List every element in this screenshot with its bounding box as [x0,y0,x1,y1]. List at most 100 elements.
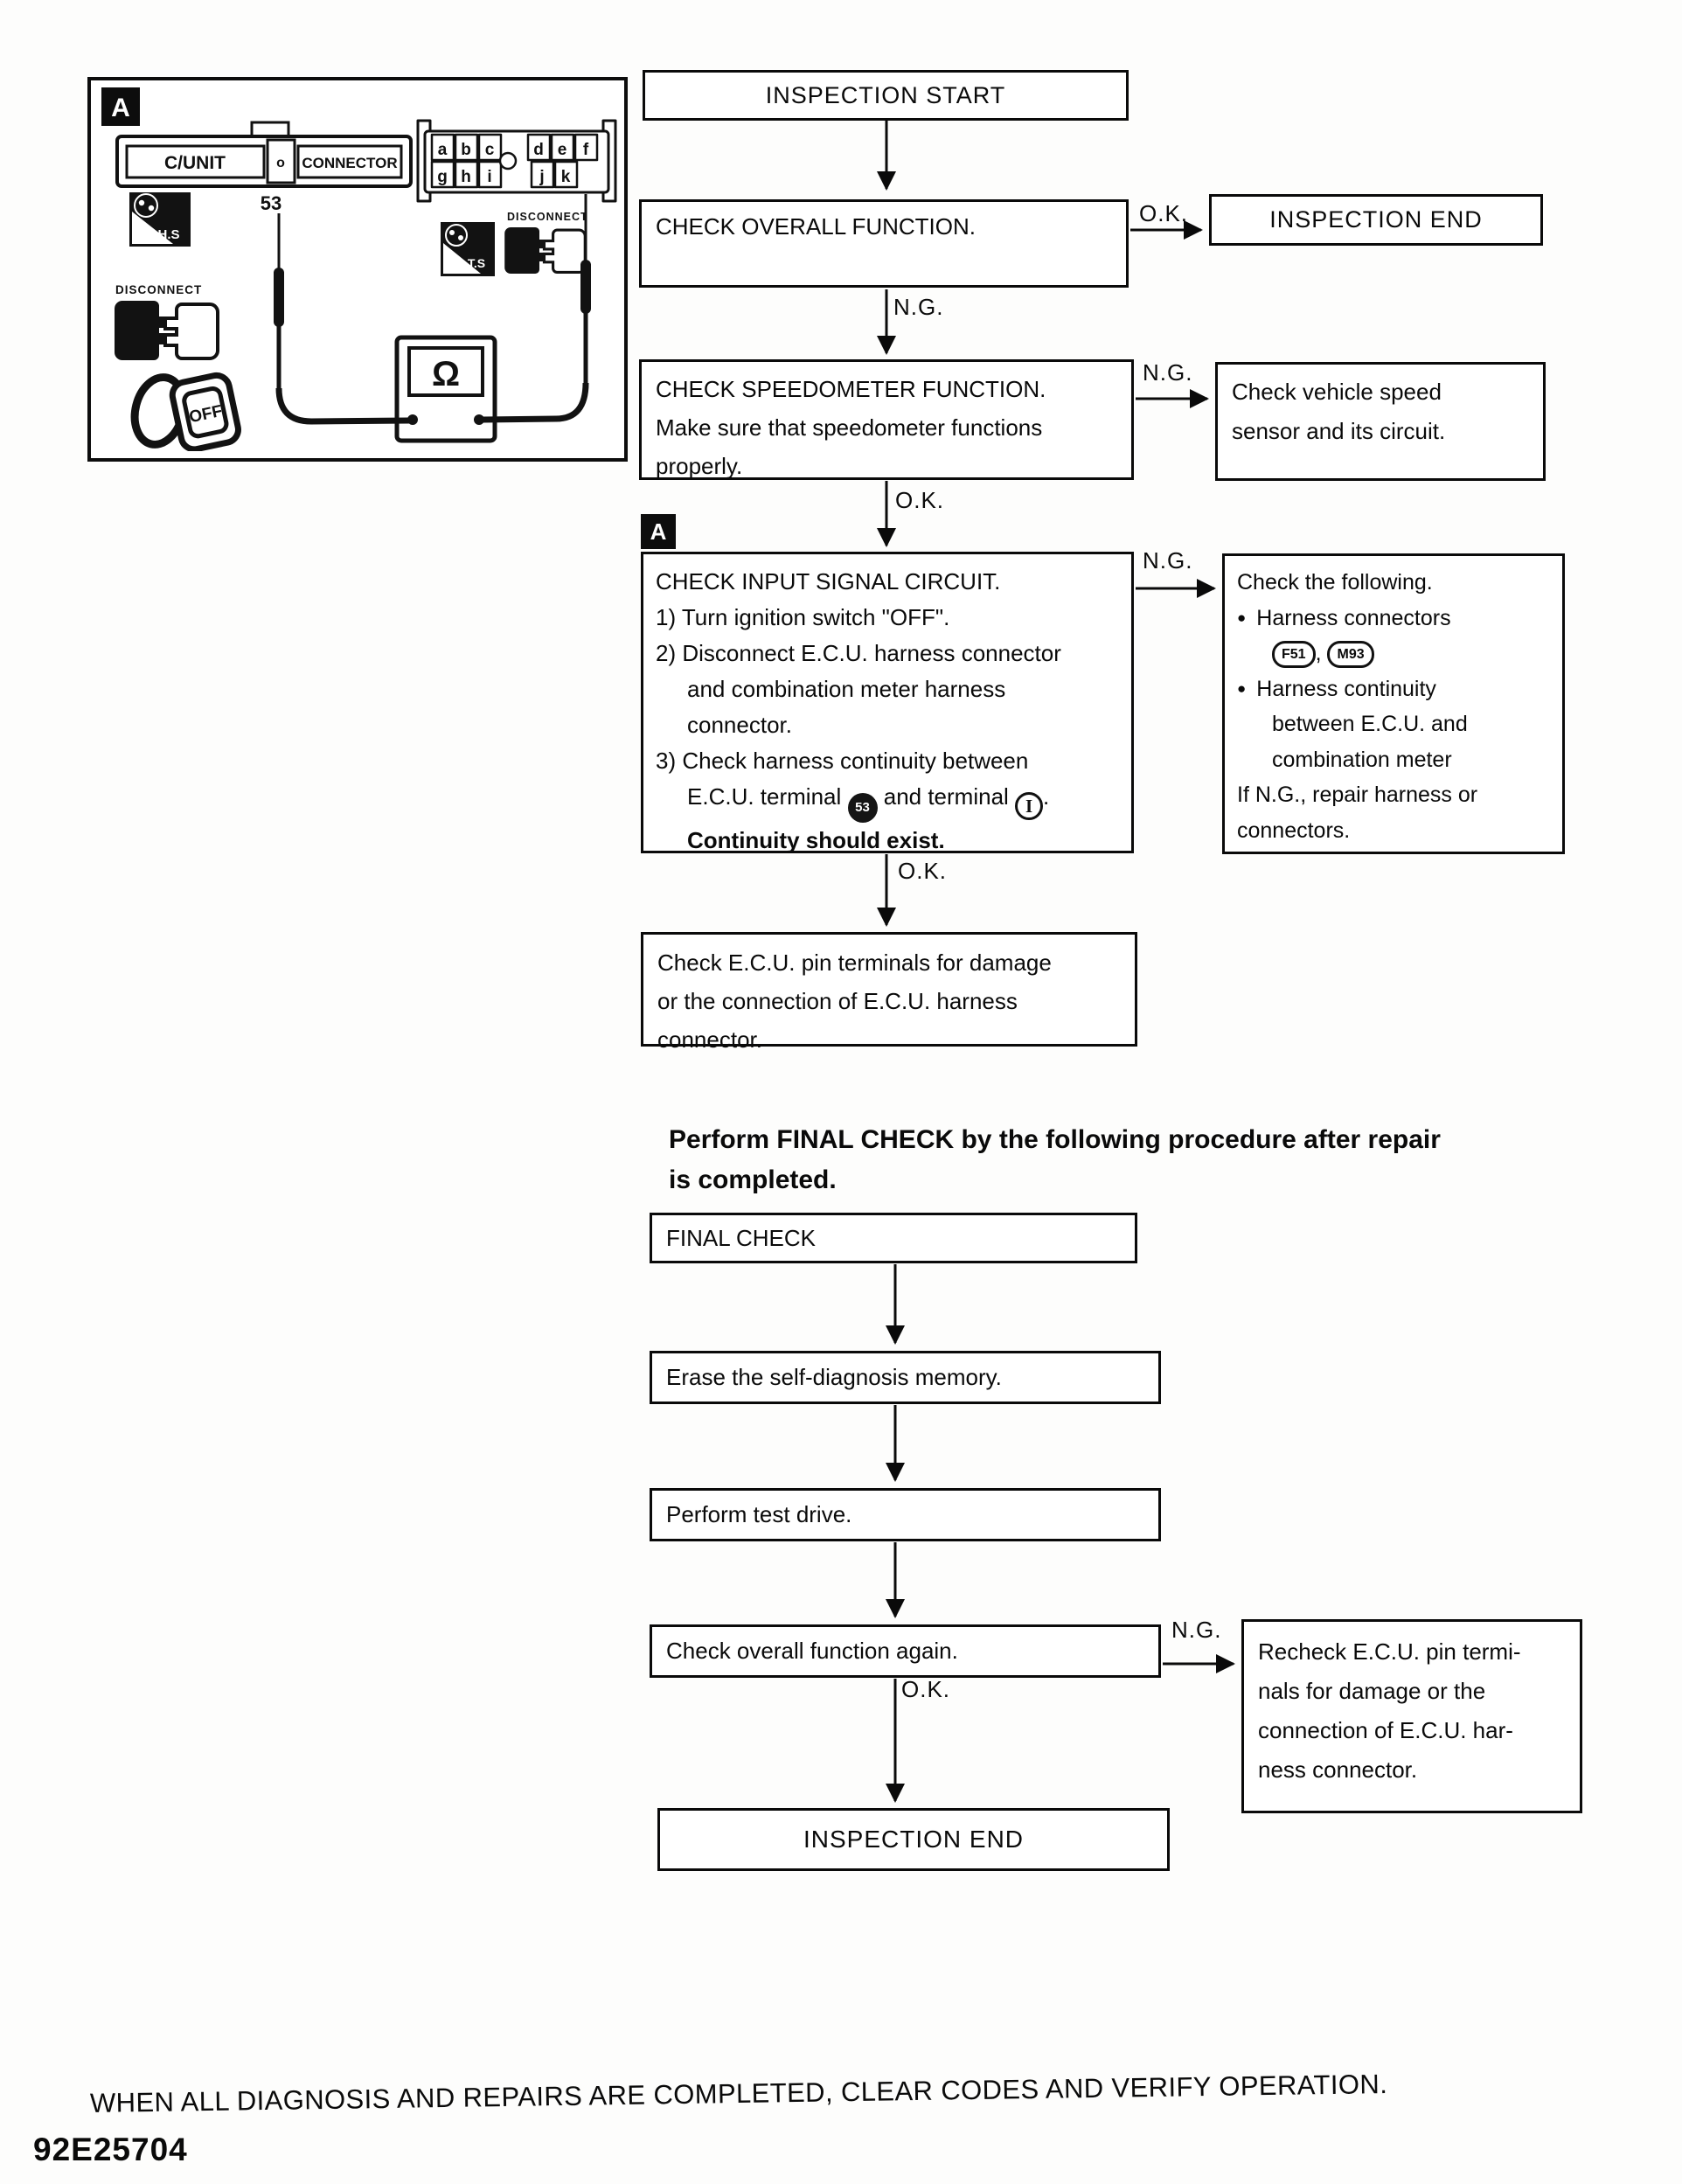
box-check-ecu-pin-terminals: Check E.C.U. pin terminals for damage or… [641,932,1137,1053]
svg-text:k: k [561,168,571,186]
ok-label: O.K. [1139,200,1189,226]
bullet-icon: ● [1237,679,1247,697]
svg-text:H.S: H.S [157,227,179,242]
svg-text:g: g [437,168,448,186]
box-recheck-ecu-pins: Recheck E.C.U. pin termi- nals for damag… [1241,1619,1582,1813]
text-line: between E.C.U. and [1272,712,1468,736]
ignition-key-off-icon: OFF [130,372,241,453]
svg-text:f: f [583,141,589,159]
bullet-icon: ● [1237,609,1247,626]
ok-label: O.K. [901,1676,951,1702]
panel-badge-a: A [101,87,140,126]
connector-m93-badge: M93 [1327,641,1374,668]
box-label: INSPECTION END [803,1826,1025,1853]
svg-text:T.S: T.S [468,256,485,270]
box-check-overall-function: CHECK OVERALL FUNCTION. [639,199,1129,288]
connector-pills-line: F51, M93 [1237,636,1550,671]
svg-text:C/UNIT: C/UNIT [164,153,226,173]
text-line: 1) Turn ignition switch "OFF". [656,604,950,630]
box-inspection-end-bottom: INSPECTION END [657,1808,1170,1871]
text-line: ness connector. [1258,1756,1418,1783]
box-label: Check overall function again. [666,1638,958,1664]
ng-label: N.G. [893,294,944,320]
text-line: connectors. [1237,817,1351,843]
ohm-symbol: Ω [432,355,460,393]
disconnect-label-right: DISCONNECT [507,211,588,223]
flow-a-marker: A [641,514,676,549]
ok-label: O.K. [898,858,948,884]
figure-code: 92E25704 [33,2132,188,2167]
ohmmeter-icon: Ω [394,335,497,443]
terminal-53-badge: 53 [847,793,878,823]
svg-text:a: a [438,141,448,159]
text-line: nals for damage or the [1258,1678,1486,1704]
text-line: Check the following. [1237,570,1433,595]
svg-text:d: d [533,141,544,159]
disconnect-label-left: DISCONNECT [115,283,202,296]
text-line: or the connection of E.C.U. harness [657,988,1018,1014]
disconnect-connector-icon-right [503,226,587,275]
svg-text:c: c [485,141,495,159]
text-line: 2) Disconnect E.C.U. harness connector [656,640,1061,666]
text-line: CHECK INPUT SIGNAL CIRCUIT. [656,568,1001,595]
meter-terminal-grid: a b c d e f g h i j k [416,119,617,203]
terminal-line: E.C.U. terminal 53 and terminal I. [656,779,1119,823]
ng-label: N.G. [1143,359,1193,386]
box-inspection-end-top: INSPECTION END [1209,194,1543,246]
box-check-vehicle-speed-sensor: Check vehicle speed sensor and its circu… [1215,362,1546,481]
text-line: sensor and its circuit. [1232,418,1446,444]
ok-label: O.K. [895,487,945,513]
svg-text:j: j [539,168,544,186]
text-line: connector. [687,712,792,738]
text-line: Recheck E.C.U. pin termi- [1258,1638,1521,1665]
connector-f51-badge: F51 [1272,641,1316,668]
svg-text:b: b [461,141,471,159]
svg-text:h: h [461,168,471,186]
probe-wire-left [274,213,410,425]
svg-text:CONNECTOR: CONNECTOR [302,155,397,171]
text-line: connector. [657,1026,762,1053]
probe-wire-right [482,194,591,423]
hs-symbol-icon: H.S [129,192,191,247]
box-final-check: FINAL CHECK [650,1213,1137,1263]
svg-text:o: o [276,156,285,170]
box-inspection-start: INSPECTION START [643,70,1129,121]
box-label: INSPECTION END [1269,206,1483,233]
text-line: connection of E.C.U. har- [1258,1717,1513,1743]
box-label: CHECK OVERALL FUNCTION. [656,213,976,240]
svg-text:A: A [111,94,130,122]
box-label: INSPECTION START [765,81,1006,108]
box-erase-self-diagnosis: Erase the self-diagnosis memory. [650,1351,1161,1404]
box-label: Perform test drive. [666,1501,852,1527]
continuity-note: Continuity should exist. [687,827,945,853]
text-line: Check E.C.U. pin terminals for damage [657,949,1052,976]
text-line: If N.G., repair harness or [1237,782,1478,807]
svg-text:e: e [558,141,567,159]
svg-text:i: i [487,168,491,186]
box-check-the-following: Check the following. ●Harness connectors… [1222,553,1565,854]
box-label: FINAL CHECK [666,1224,816,1251]
text-line: CHECK SPEEDOMETER FUNCTION. [656,376,1046,402]
text-line: Make sure that speedometer functions [656,414,1043,441]
box-check-speedometer: CHECK SPEEDOMETER FUNCTION. Make sure th… [639,359,1134,480]
bottom-caption: WHEN ALL DIAGNOSIS AND REPAIRS ARE COMPL… [89,2068,1388,2118]
text-line: Check vehicle speed [1232,379,1442,405]
disconnect-connector-icon-left [113,299,219,362]
box-check-input-signal-circuit: CHECK INPUT SIGNAL CIRCUIT. 1) Turn igni… [641,552,1134,853]
box-label: Erase the self-diagnosis memory. [666,1364,1002,1390]
ng-label: N.G. [1143,547,1193,574]
ts-symbol-icon: T.S [441,222,495,276]
illustration-drawing: A C/UNIT o CONNECTOR 53 [101,87,617,453]
pin-53-label: 53 [261,192,281,214]
terminal-i-badge: I [1015,792,1044,820]
illustration-panel: A C/UNIT o CONNECTOR 53 [87,77,628,462]
text-line: properly. [656,453,743,479]
text-line: combination meter [1272,747,1452,772]
box-perform-test-drive: Perform test drive. [650,1488,1161,1541]
text-line: and combination meter harness [687,676,1006,702]
ng-label: N.G. [1171,1617,1222,1643]
box-check-overall-again: Check overall function again. [650,1624,1161,1678]
final-check-heading: Perform FINAL CHECK by the following pro… [669,1125,1441,1194]
text-line: 3) Check harness continuity between [656,748,1029,774]
